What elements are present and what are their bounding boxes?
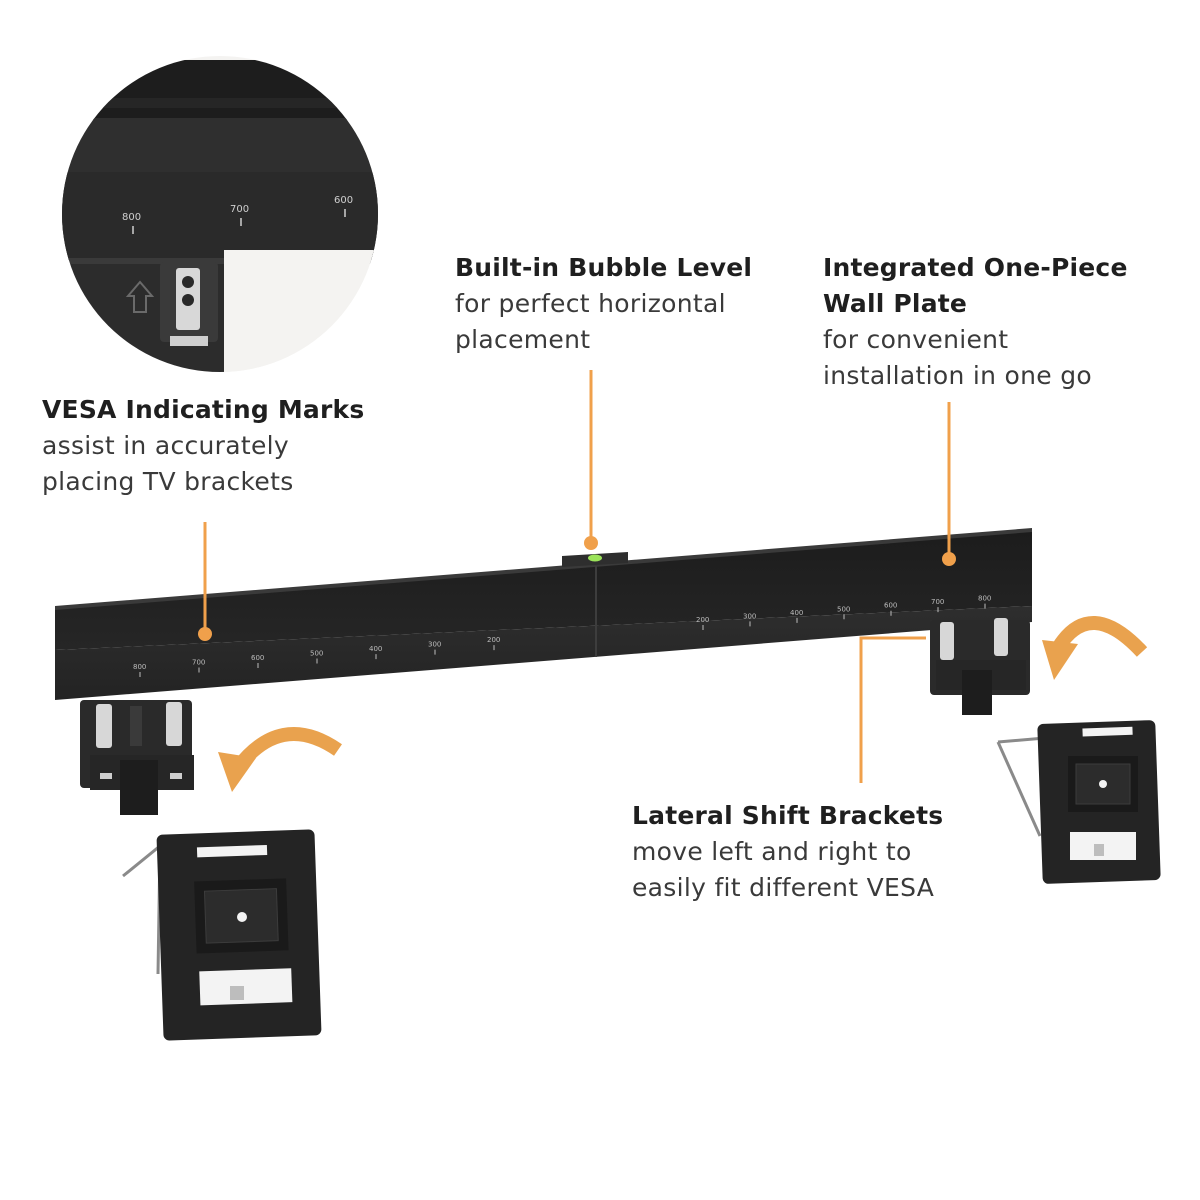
- vesa-mark-right-6: 800: [978, 595, 991, 603]
- vesa-mark-left-5: 300: [428, 641, 441, 649]
- vesa-mark-right-2: 400: [790, 609, 803, 617]
- callout-desc: installation in one go: [823, 361, 1092, 390]
- vesa-mark-left-0: 800: [133, 663, 146, 671]
- vesa-mark-right-3: 500: [837, 605, 850, 613]
- vesa-mark-left-1: 700: [192, 659, 205, 667]
- left-lateral-bracket: [80, 700, 194, 815]
- vesa-mark-left-2: 600: [251, 654, 264, 662]
- bubble-level: [562, 552, 628, 567]
- callout-vesa-marks: VESA Indicating Marks assist in accurate…: [42, 392, 364, 500]
- vesa-mark-left-4: 400: [369, 645, 382, 653]
- zoom-mark-700: 700: [230, 204, 249, 215]
- callout-title: VESA Indicating Marks: [42, 395, 365, 424]
- zoom-mark-600: 600: [334, 195, 353, 206]
- vesa-mark-right-0: 200: [696, 616, 709, 624]
- vesa-mark-right-5: 700: [931, 598, 944, 606]
- right-lateral-bracket: [930, 618, 1030, 715]
- callout-desc: assist in accurately: [42, 431, 290, 460]
- callout-desc: easily fit different VESA: [632, 873, 935, 902]
- wall-plate-bar: [55, 528, 1032, 700]
- callout-title: Wall Plate: [823, 289, 968, 318]
- callout-desc: for perfect horizontal: [455, 289, 726, 318]
- callout-title: Lateral Shift Brackets: [632, 801, 944, 830]
- curved-arrow-icon: [1042, 616, 1148, 680]
- vesa-mark-right-4: 600: [884, 602, 897, 610]
- vesa-indicating-marks: 800 700 600 500 400 300 200 200 300 400 500 600 700 8…: [133, 595, 991, 677]
- callout-desc: for convenient: [823, 325, 1009, 354]
- leader-lines: [203, 370, 951, 783]
- callout-desc: move left and right to: [632, 837, 912, 866]
- callout-desc: placement: [455, 325, 591, 354]
- callout-title: Integrated One-Piece: [823, 253, 1128, 282]
- zoom-detail-circle: 800 700 600: [62, 56, 378, 372]
- callout-desc: placing TV brackets: [42, 467, 294, 496]
- callout-title: Built-in Bubble Level: [455, 253, 753, 282]
- callout-bubble-level: Built-in Bubble Level for perfect horizo…: [455, 250, 752, 358]
- vesa-mark-right-1: 300: [743, 612, 756, 620]
- right-tv-bracket-plate: [996, 720, 1161, 884]
- left-tv-bracket-plate: [122, 829, 322, 1041]
- vesa-mark-left-6: 200: [487, 636, 500, 644]
- curved-arrow-icon: [218, 727, 342, 792]
- vesa-mark-left-3: 500: [310, 650, 323, 658]
- callout-lateral-shift: Lateral Shift Brackets move left and rig…: [632, 798, 943, 906]
- zoom-mark-800: 800: [122, 212, 141, 223]
- arrow-up-icon: [125, 280, 155, 313]
- callout-wall-plate: Integrated One-Piece Wall Plate for conv…: [823, 250, 1128, 394]
